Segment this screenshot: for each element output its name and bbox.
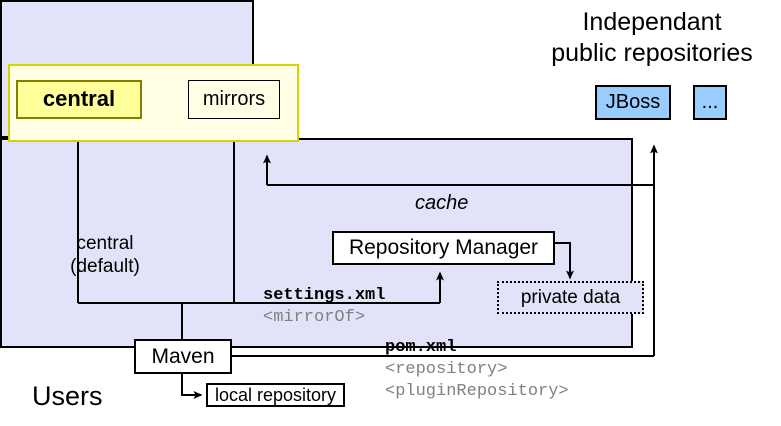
independent-panel-title-line1: Independant [582,8,722,36]
connector-repo-manager-to-private-data [555,242,574,280]
settings-xml-label: settings.xml [263,286,386,305]
connector-maven-to-local-repository [181,374,203,399]
repository-tag-label: <repository> [385,360,508,379]
mirror-of-tag-label: <mirrorOf> [263,308,366,327]
central-default-label: central (default) [40,233,170,279]
jboss-repository-node[interactable]: JBoss [595,85,671,120]
repository-manager-node[interactable]: Repository Manager [332,231,555,265]
private-data-node: private data [497,281,644,314]
central-default-line2: (default) [70,255,140,277]
independent-panel-title-line2: public repositories [551,38,753,67]
central-repository-node[interactable]: central [16,80,142,119]
users-panel-label: Users [32,381,103,411]
more-repositories-node[interactable]: ... [693,85,727,120]
maven-node[interactable]: Maven [134,339,232,374]
mirrors-node[interactable]: mirrors [188,80,280,119]
pom-xml-label: pom.xml [385,338,457,357]
independent-panel-title: Independant public repositories [527,7,777,68]
central-default-line1: central [76,233,134,254]
cache-label: cache [415,192,469,214]
plugin-repository-tag-label: <pluginRepository> [385,382,569,401]
local-repository-node[interactable]: local repository [206,383,345,407]
